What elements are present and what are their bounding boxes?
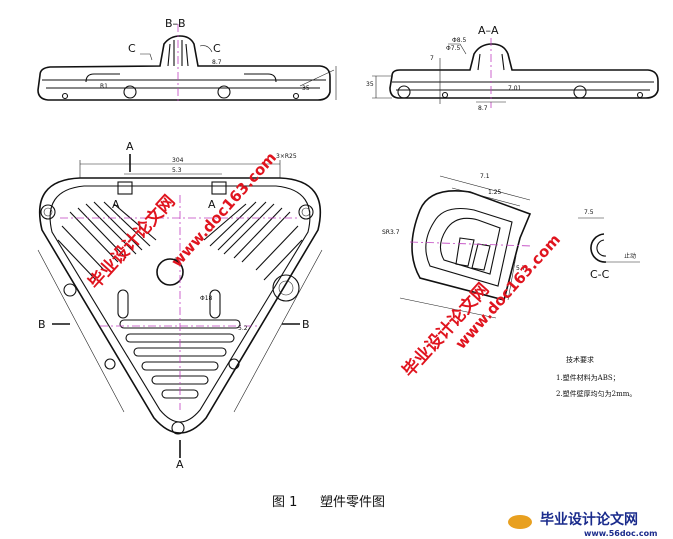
- dim-125: 1.25: [488, 189, 502, 196]
- section-cc-label: C-C: [590, 268, 610, 281]
- dim-6: 6: [174, 257, 178, 264]
- logo-icon: [508, 515, 532, 529]
- dim-7-aa: 7: [430, 55, 434, 62]
- dim-87-aa: 8.7: [478, 105, 488, 112]
- section-c-left-label: C: [128, 42, 136, 55]
- dim-87-bb: 8.7: [212, 59, 222, 66]
- section-aa-label: A–A: [478, 24, 499, 37]
- watermark-url-1: www.doc163.com: [168, 149, 280, 271]
- caption-fig-no: 图 1: [272, 495, 297, 510]
- technical-requirements: 技术要求 1.塑件材料为ABS； 2.塑件壁厚均匀为2mm。: [556, 355, 636, 398]
- dim-304: 304: [172, 157, 184, 164]
- logo-cn: 毕业设计论文网: [540, 511, 638, 528]
- section-bb-view: B–B C C R1 8.7 35: [37, 17, 337, 104]
- site-logo: 毕业设计论文网 www.56doc.com: [508, 511, 657, 538]
- plan-view: 304 5.3 3×R25 6 Φ18 5.2 A A A A B B: [37, 140, 323, 471]
- notes-line-2: 2.塑件壁厚均匀为2mm。: [556, 389, 636, 398]
- dim-sr37: SR3.7: [382, 229, 400, 236]
- dim-71: 7.1: [480, 173, 490, 180]
- section-b-right-label: B: [302, 318, 310, 331]
- dim-75-cc: 7.5: [584, 209, 594, 216]
- dim-phi85: Φ8.5: [452, 37, 466, 44]
- dim-701: 7.01: [508, 85, 522, 92]
- detail-view: 7.1 1.25 5.7 SR3.7: [382, 173, 533, 319]
- section-a-mid-left-label: A: [112, 198, 120, 211]
- caption-title: 塑件零件图: [320, 495, 385, 510]
- logo-url: www.56doc.com: [584, 529, 657, 538]
- dim-53: 5.3: [172, 167, 182, 174]
- section-b-left-label: B: [38, 318, 46, 331]
- dim-phi75: Φ7.5: [446, 45, 460, 52]
- dim-35-aa: 35: [366, 81, 374, 88]
- notes-line-1: 1.塑件材料为ABS；: [556, 373, 620, 382]
- section-a-top-label: A: [126, 140, 134, 153]
- dim-52: 5.2: [238, 325, 248, 332]
- figure-caption: 图 1 塑件零件图: [272, 495, 385, 510]
- section-aa-view: A–A Φ8.5 Φ7.5 8.7 7.01 7 35: [366, 24, 659, 112]
- dim-r1: R1: [100, 83, 108, 90]
- section-a-bottom-label: A: [176, 458, 184, 471]
- dim-phi18: Φ18: [200, 295, 213, 302]
- section-cc-view: 7.5 止动 C-C: [578, 209, 640, 281]
- section-a-mid-right-label: A: [208, 198, 216, 211]
- dim-35-bb: 35: [302, 85, 310, 92]
- section-c-right-label: C: [213, 42, 221, 55]
- notes-title: 技术要求: [566, 355, 594, 364]
- dim-57: 5.7: [516, 265, 526, 272]
- dim-3r25: 3×R25: [276, 153, 297, 160]
- section-bb-label: B–B: [165, 17, 186, 30]
- label-stop: 止动: [624, 252, 636, 260]
